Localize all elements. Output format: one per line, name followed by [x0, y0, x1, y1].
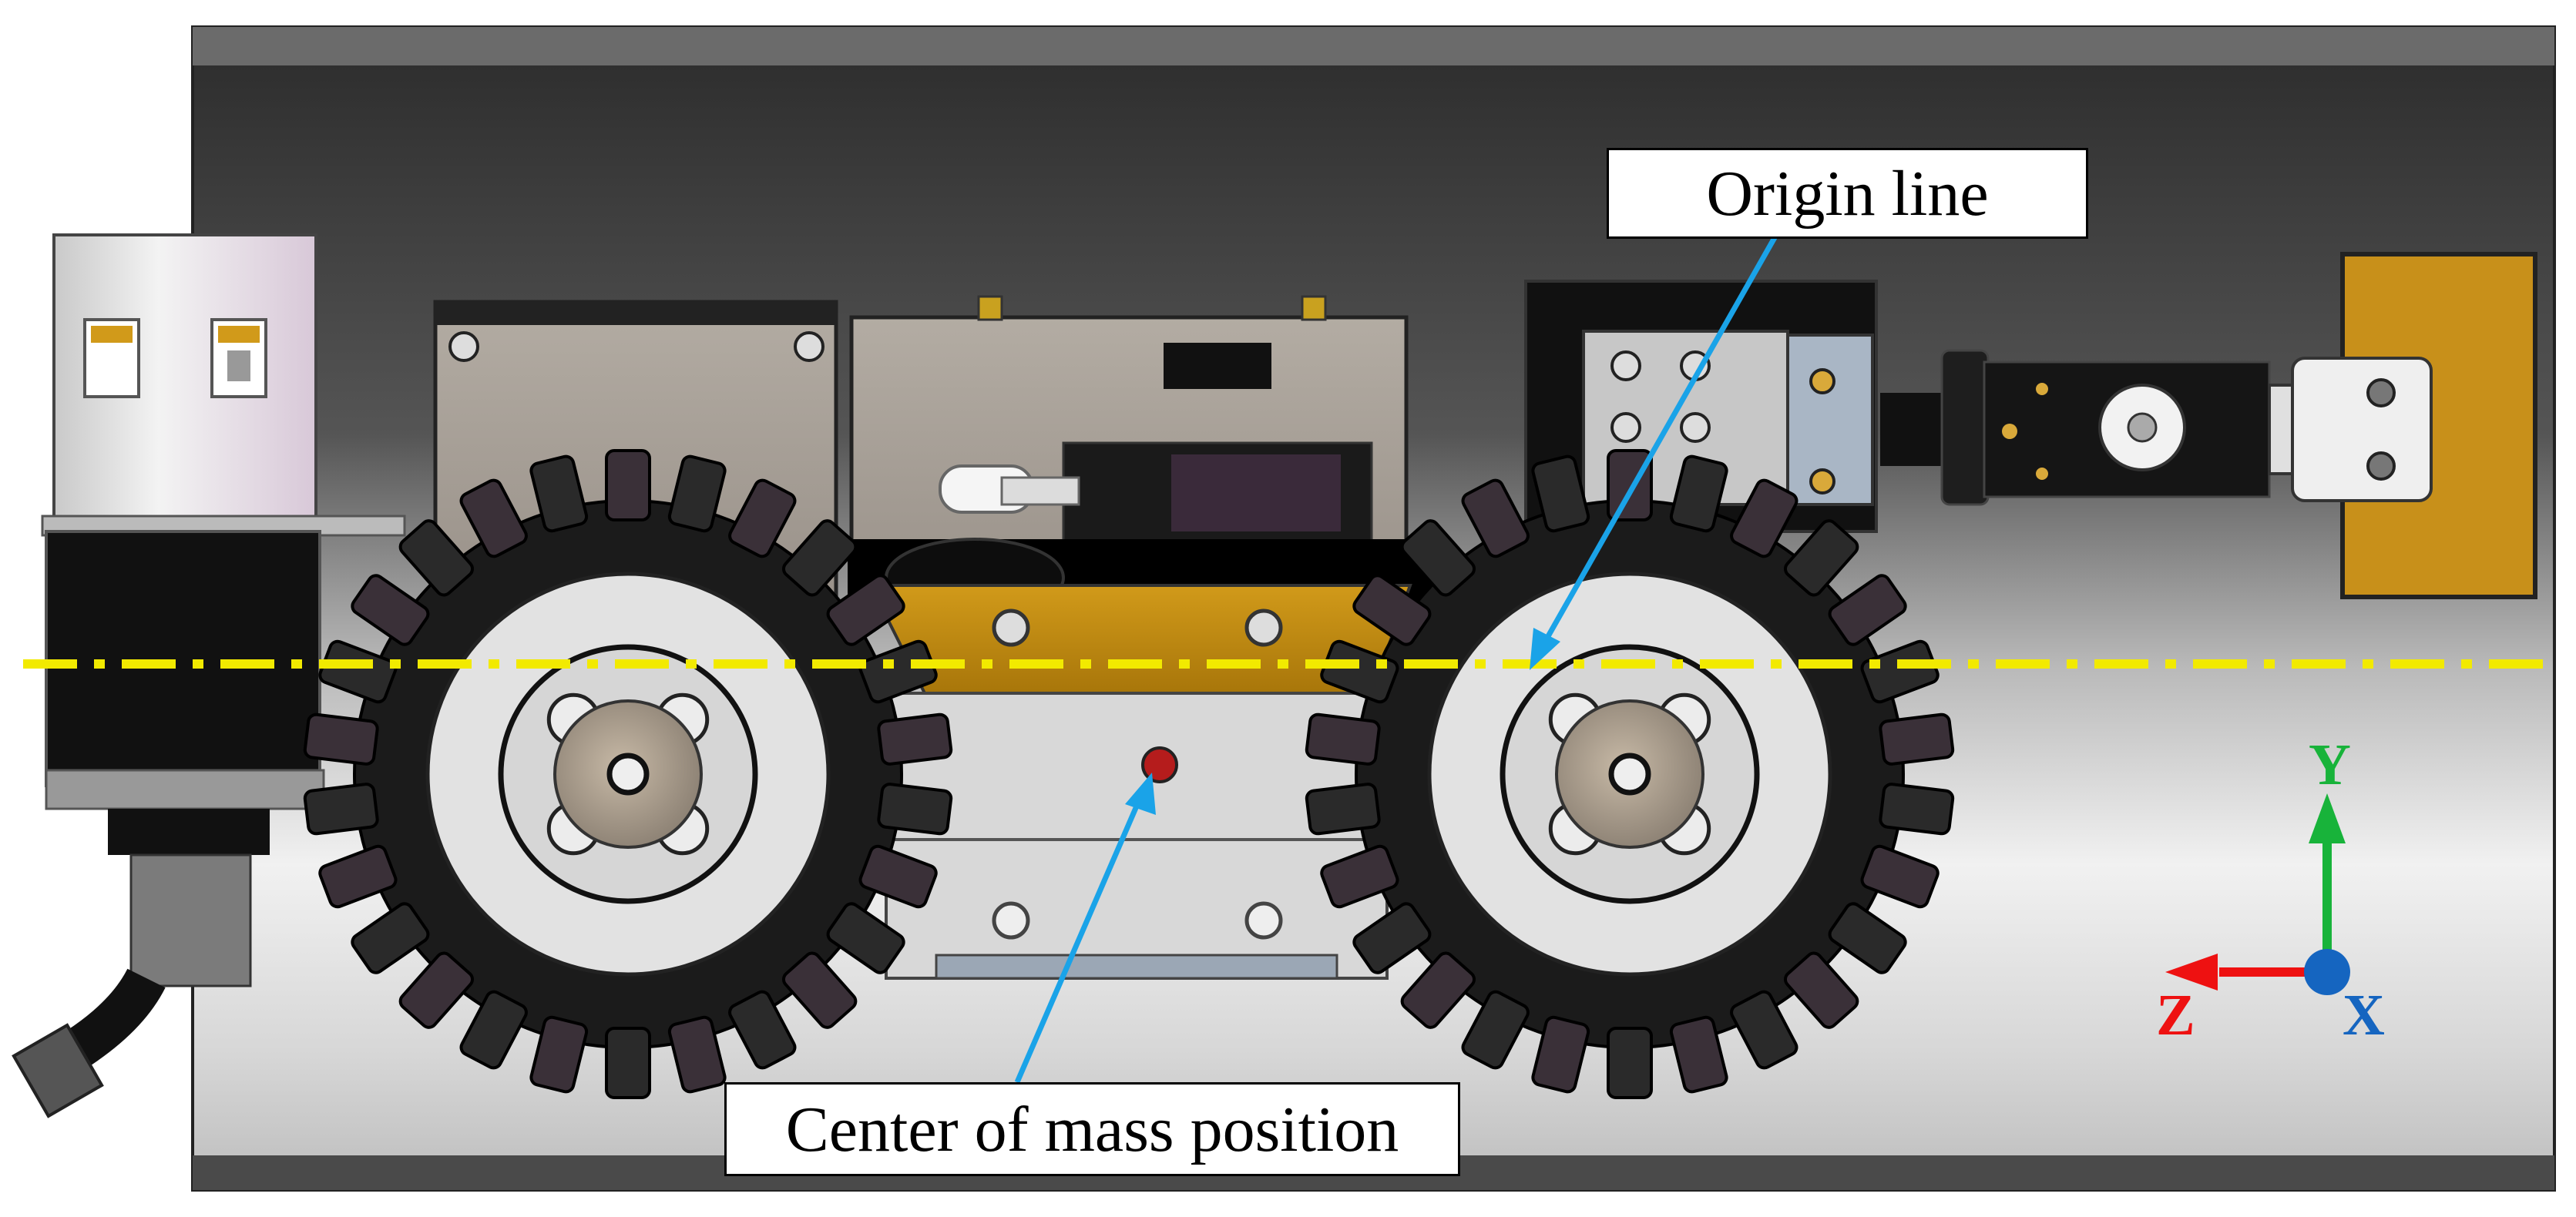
wheels: [303, 449, 1955, 1099]
wheel-tread: [1607, 449, 1653, 521]
chassis-body: [885, 692, 1389, 980]
wheel-tread: [398, 519, 475, 597]
wheel-tread: [667, 1015, 727, 1094]
camera-arm: [1880, 252, 2537, 599]
wheel-tread: [303, 783, 379, 836]
wheel-tread: [351, 902, 430, 974]
x-axis-dot: [2304, 949, 2350, 995]
x-axis-label: X: [2343, 983, 2385, 1048]
origin-line-callout-arrow: [1530, 233, 1779, 670]
wheel-tread: [1879, 712, 1955, 766]
center-of-mass-callout-arrow: [1014, 773, 1156, 1084]
wheel-tread: [877, 712, 953, 766]
wheel-tread: [605, 1027, 651, 1099]
wheel-tread: [459, 478, 528, 558]
central-electronics-box: [848, 295, 1449, 618]
center-of-mass-label: Center of mass position: [724, 1082, 1460, 1176]
wheel-tread: [1828, 574, 1907, 646]
wheel-tread: [1730, 478, 1798, 558]
wheel-tread: [1730, 990, 1798, 1070]
wheel-tread: [826, 902, 905, 974]
wheel-tread: [1860, 844, 1940, 909]
wheel-tread: [877, 783, 953, 836]
wheel-tread: [1461, 990, 1530, 1070]
wheel-tread: [1400, 519, 1476, 597]
wheel-tread: [1461, 478, 1530, 558]
y-axis-arrowhead: [2309, 793, 2346, 843]
wheel-tread: [1531, 454, 1590, 533]
left-wheel-tracked-wheel-icon: [303, 449, 953, 1099]
wheel-tread: [1669, 454, 1728, 533]
left-cylinder-housing: [12, 233, 406, 1118]
origin-line-text: Origin line: [1706, 157, 1989, 230]
wheel-tread: [1305, 783, 1381, 836]
wheel-tread: [1879, 783, 1955, 836]
wheel-tread: [529, 1015, 589, 1094]
wheel-tread: [529, 454, 589, 533]
wheel-tread: [1305, 712, 1381, 766]
wheel-tread: [459, 990, 528, 1070]
wheel-tread: [858, 844, 938, 909]
wheel-tread: [781, 519, 858, 597]
wheel-tread: [781, 951, 858, 1029]
wheel-tread: [318, 844, 398, 909]
right-wheel-tracked-wheel-icon: [1305, 449, 1955, 1099]
wheel-tread: [605, 449, 651, 521]
wheel-tread: [303, 712, 379, 766]
wheel-tread: [1783, 519, 1859, 597]
wheel-tread: [351, 574, 430, 646]
wheel-tread: [1607, 1027, 1653, 1099]
origin-line-label: Origin line: [1607, 148, 2088, 239]
wheel-tread: [398, 951, 475, 1029]
center-of-mass-text: Center of mass position: [785, 1093, 1399, 1165]
y-axis-label: Y: [2309, 733, 2351, 797]
coordinate-axes: [2165, 793, 2350, 995]
wheel-tread: [1783, 951, 1859, 1029]
z-axis-label: Z: [2156, 983, 2195, 1048]
wheel-tread: [1320, 844, 1399, 909]
wheel-tread: [1531, 1015, 1590, 1094]
wheel-tread: [826, 574, 905, 646]
wheel-tread: [1352, 574, 1432, 646]
z-axis-arrowhead: [2165, 954, 2218, 991]
wheel-tread: [1400, 951, 1476, 1029]
wheel-tread: [1669, 1015, 1728, 1094]
center-of-mass-dot-icon: [1141, 746, 1178, 783]
wheel-tread: [1352, 902, 1432, 974]
wheel-tread: [728, 478, 797, 558]
wheel-tread: [728, 990, 797, 1070]
wheel-tread: [667, 454, 727, 533]
wheel-tread: [1828, 902, 1907, 974]
